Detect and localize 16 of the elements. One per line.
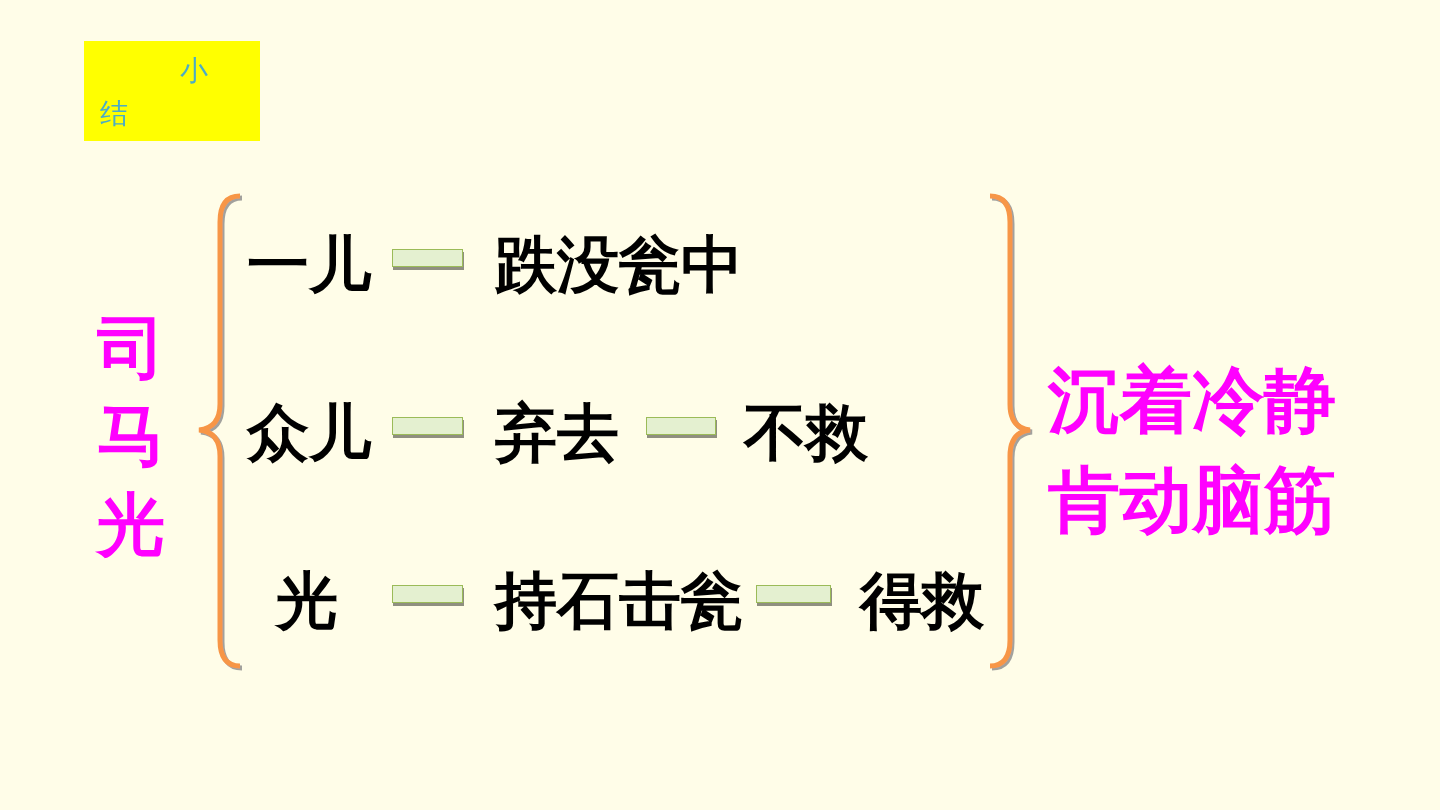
step-text: 得救	[830, 570, 984, 632]
dash-connector	[393, 250, 462, 266]
conclusion-text: 沉着冷静肯动脑筋	[1048, 357, 1337, 544]
step-text: 不救	[715, 402, 868, 464]
dash-connector	[393, 418, 462, 434]
vertical-heading: 司马光	[97, 307, 165, 566]
step-text: 光	[276, 570, 393, 632]
dash-connector	[757, 586, 830, 602]
dash-connector	[393, 586, 462, 602]
heading-box	[84, 41, 260, 141]
step-text: 持石击瓮	[462, 570, 757, 632]
dash-connector	[647, 418, 715, 434]
step-text: 众儿	[247, 402, 393, 464]
step-text: 跌没瓮中	[462, 234, 743, 296]
heading-text: 小结	[100, 53, 209, 132]
step-text: 一儿	[247, 234, 393, 296]
